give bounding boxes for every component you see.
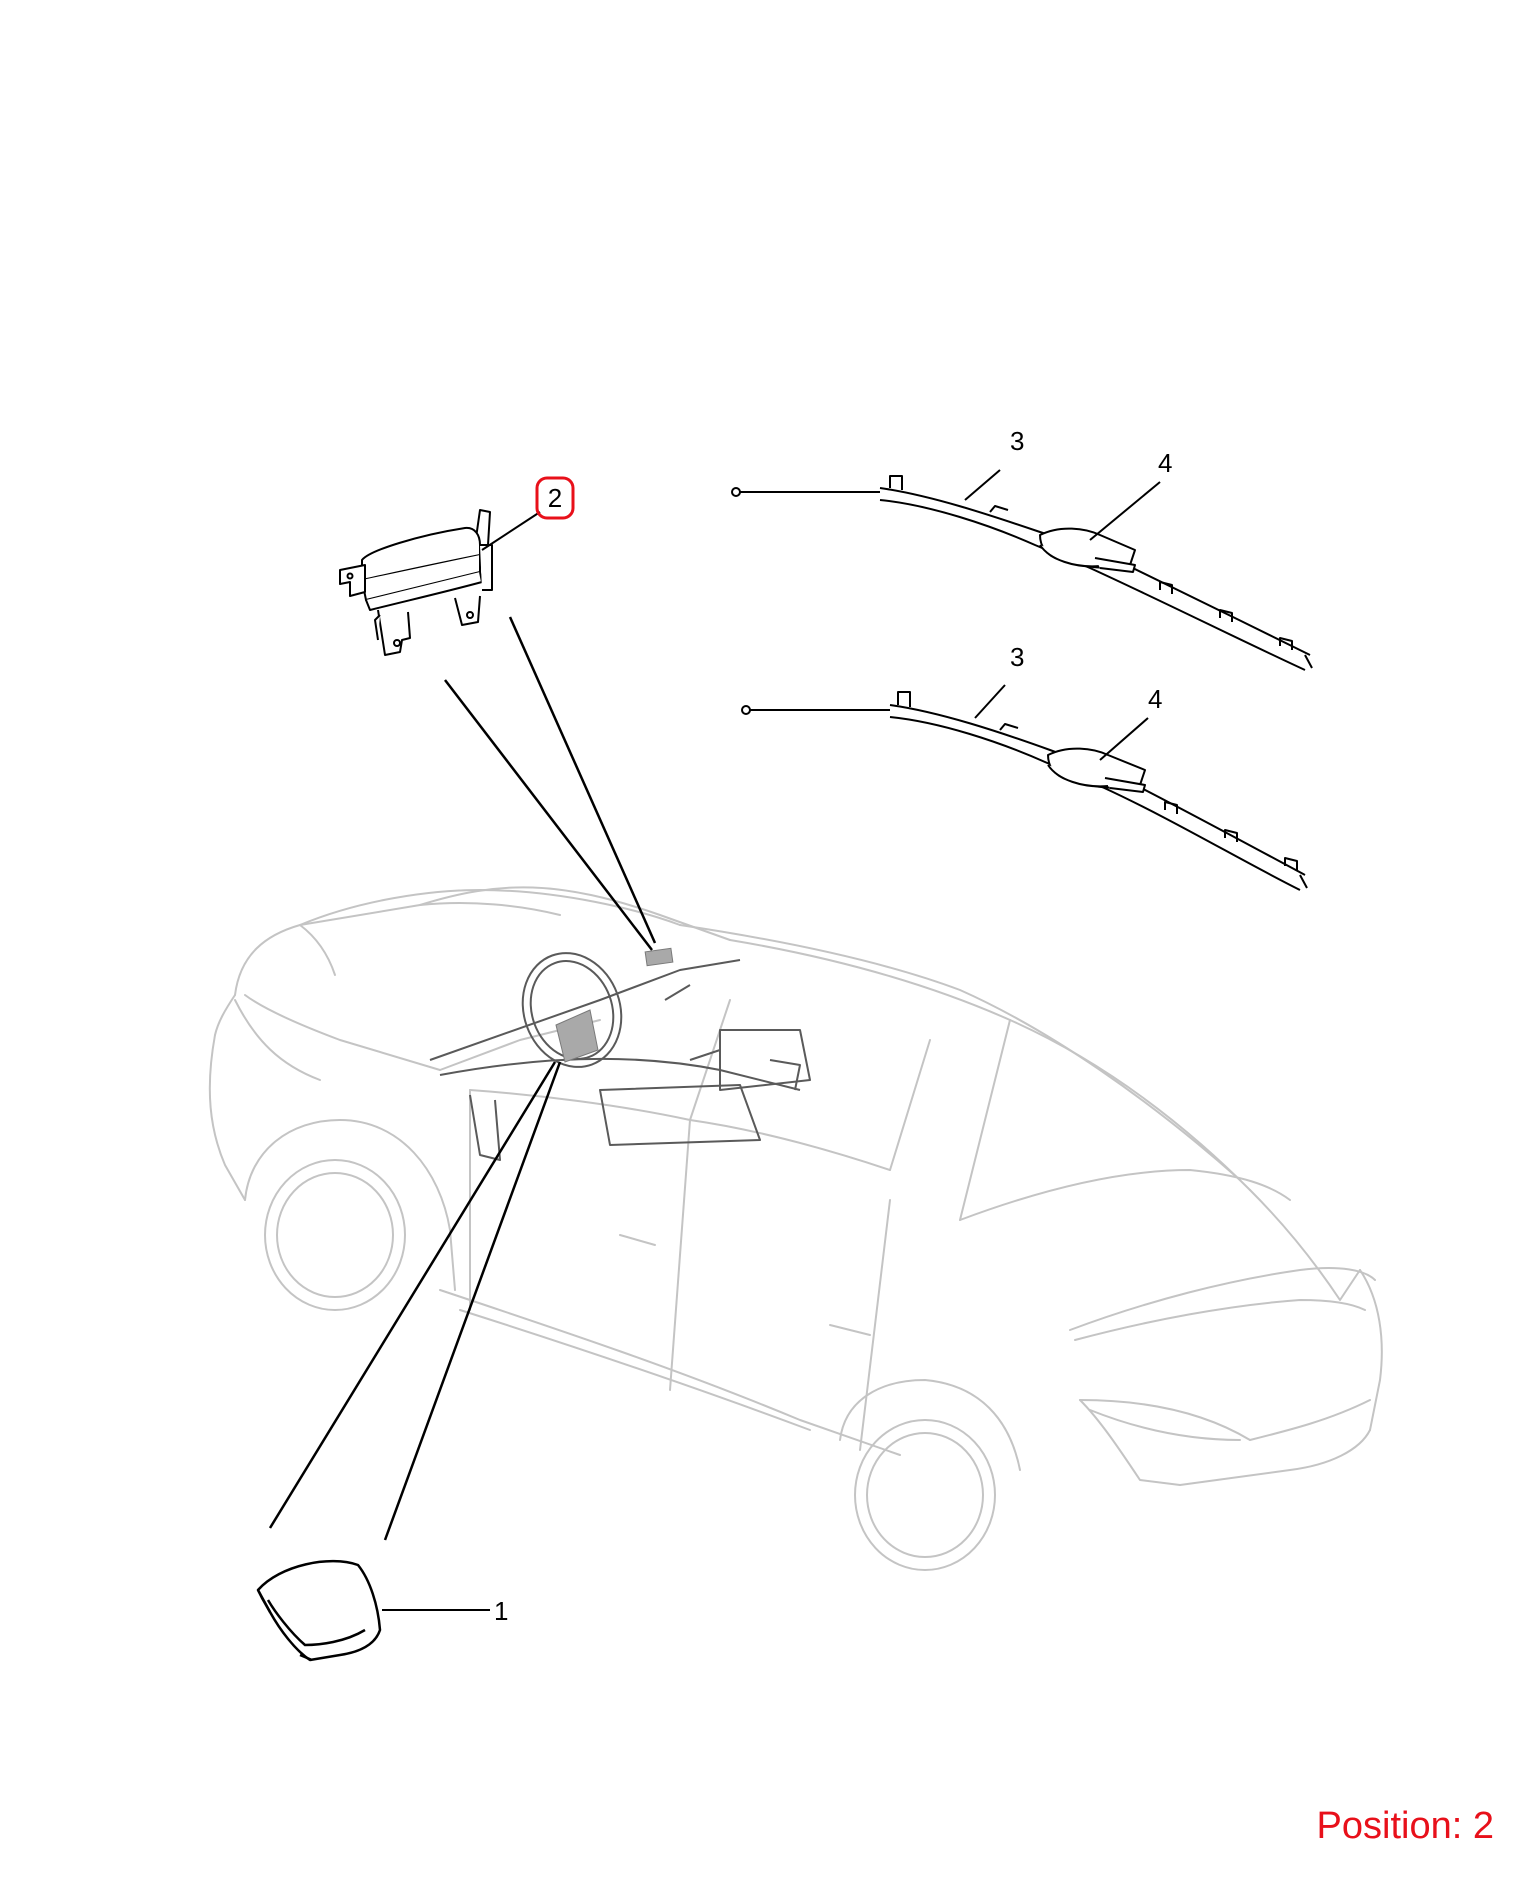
dashboard-illustration: [429, 952, 811, 1161]
part-4-curtain-deflector-lower[interactable]: [1047, 747, 1146, 793]
car-illustration: [208, 886, 1383, 1571]
part-3-lower-leader: [974, 684, 1006, 719]
part-3-curtain-airbag-lower[interactable]: [741, 691, 1308, 891]
part-4-upper-leader: [1089, 481, 1161, 541]
airbag-location-highlights: [555, 947, 674, 1063]
callout-part-4-upper[interactable]: 4: [1158, 448, 1172, 478]
position-indicator: Position: 2: [1316, 1805, 1494, 1847]
callout-part-4-lower[interactable]: 4: [1148, 684, 1162, 714]
callout-part-3-lower[interactable]: 3: [1010, 642, 1024, 672]
part-1-driver-airbag[interactable]: [256, 1559, 382, 1662]
part-4-lower-leader: [1099, 717, 1149, 761]
part-3-curtain-airbag-upper[interactable]: [731, 475, 1313, 671]
selected-callout-highlight: [535, 476, 575, 520]
part-3-upper-leader: [964, 469, 1001, 501]
leader-lines: [268, 616, 657, 1541]
part-2-passenger-airbag[interactable]: [339, 509, 493, 656]
callout-part-2[interactable]: 2: [548, 483, 562, 513]
callout-part-1[interactable]: 1: [494, 1596, 508, 1626]
part-2-leader: [481, 511, 541, 551]
callout-part-3-upper[interactable]: 3: [1010, 426, 1024, 456]
part-4-curtain-deflector-upper[interactable]: [1039, 527, 1136, 573]
